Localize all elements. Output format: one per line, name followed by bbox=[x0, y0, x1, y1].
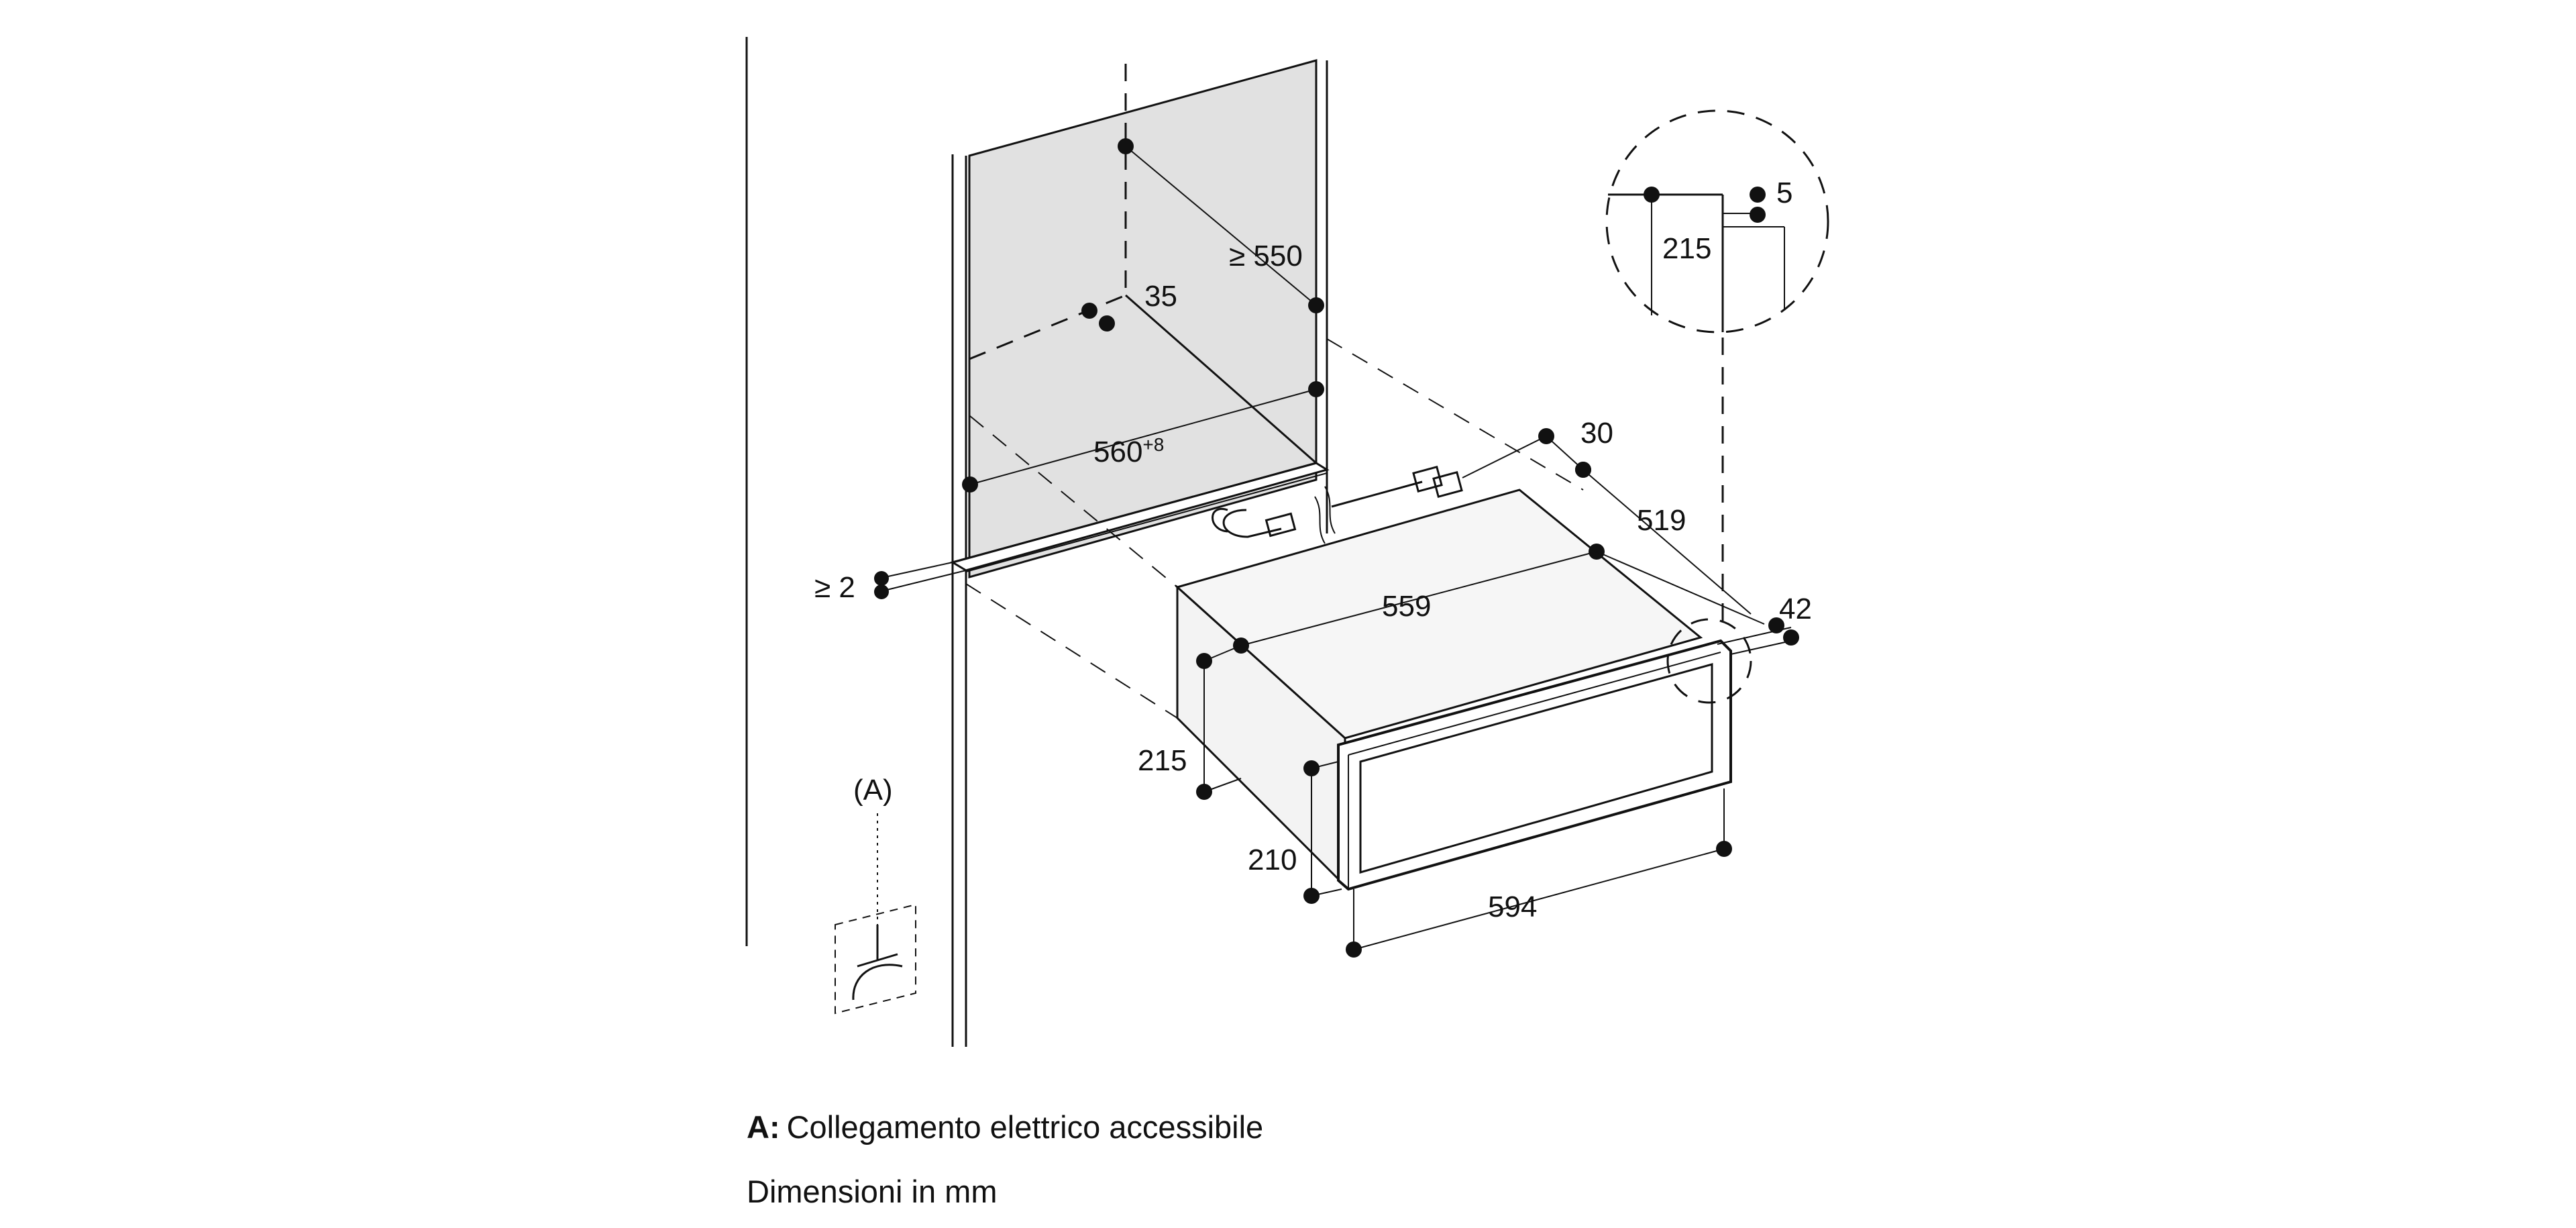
dim-label-594: 594 bbox=[1488, 890, 1537, 923]
dim-line-559 bbox=[1240, 551, 1597, 646]
niche-back-panel bbox=[968, 59, 1318, 578]
shelf-edge-back bbox=[965, 472, 1328, 572]
dim-line-30 bbox=[1546, 436, 1584, 470]
dim-dot bbox=[1716, 841, 1732, 857]
dim-dot bbox=[1196, 784, 1212, 800]
dim-dot bbox=[1081, 303, 1097, 319]
dim-dot bbox=[1538, 428, 1554, 444]
dim-dot bbox=[1346, 941, 1362, 958]
dim-line-594 bbox=[1353, 848, 1725, 950]
dim-dot bbox=[1308, 297, 1324, 313]
dim-line-42 bbox=[1730, 640, 1792, 655]
dim-dot bbox=[1196, 653, 1212, 669]
power-plug bbox=[1212, 465, 1463, 544]
dim-dot bbox=[1308, 381, 1324, 397]
dim-dot bbox=[874, 571, 889, 586]
dim-label-42: 42 bbox=[1779, 593, 1812, 625]
legend-line: A:Collegamento elettrico accessibile bbox=[747, 1109, 1263, 1145]
dim-label-519: 519 bbox=[1637, 504, 1686, 537]
dim-dot bbox=[1575, 462, 1591, 478]
detail-zoom-circle bbox=[1605, 109, 1829, 334]
units-note: Dimensioni in mm bbox=[747, 1174, 998, 1209]
electrical-socket-icon bbox=[852, 925, 903, 1001]
niche-inner-edge-diagonal bbox=[1125, 294, 1317, 464]
dim-label-560: 560+8 bbox=[1093, 434, 1164, 468]
projection-line bbox=[1326, 338, 1584, 491]
dim-line-560 bbox=[969, 389, 1317, 485]
dim-dot bbox=[1783, 629, 1799, 646]
detail-marker-circle bbox=[1666, 618, 1752, 704]
dim-label-559: 559 bbox=[1382, 590, 1431, 623]
dim-dot bbox=[1099, 315, 1115, 331]
legend-text: Collegamento elettrico accessibile bbox=[786, 1109, 1264, 1145]
dim-line-30 bbox=[1462, 436, 1547, 478]
detail-label-5: 5 bbox=[1776, 176, 1792, 209]
dim-label-215: 215 bbox=[1138, 744, 1187, 777]
shelf-edge-front bbox=[952, 462, 1317, 564]
appliance-front-inner bbox=[1359, 663, 1713, 874]
socket-box bbox=[835, 903, 916, 1015]
dim-line-gap bbox=[878, 570, 967, 593]
projection-line bbox=[969, 415, 1178, 588]
detail-zoom-content bbox=[1608, 187, 1785, 332]
dim-line-550 bbox=[1125, 146, 1317, 306]
dim-dot bbox=[1303, 760, 1320, 776]
dim-line-519 bbox=[1596, 551, 1765, 625]
detail-label-215: 215 bbox=[1662, 232, 1711, 265]
dim-line-gap bbox=[878, 562, 953, 579]
dim-dot bbox=[1768, 617, 1784, 633]
legend-key: A: bbox=[747, 1109, 780, 1145]
projection-line bbox=[965, 583, 1178, 719]
dim-dot bbox=[1303, 888, 1320, 904]
dim-label-210: 210 bbox=[1248, 843, 1297, 876]
dim-label-550: ≥ 550 bbox=[1229, 240, 1303, 272]
dim-label-35: 35 bbox=[1144, 280, 1177, 313]
dim-dot bbox=[962, 476, 978, 493]
dim-dot bbox=[874, 584, 889, 599]
appliance-front-edge bbox=[1348, 652, 1721, 756]
socket-label: (A) bbox=[853, 774, 893, 807]
dim-label-gap: ≥ 2 bbox=[814, 571, 855, 604]
dim-label-30: 30 bbox=[1580, 417, 1613, 450]
dim-dot bbox=[1118, 138, 1134, 154]
